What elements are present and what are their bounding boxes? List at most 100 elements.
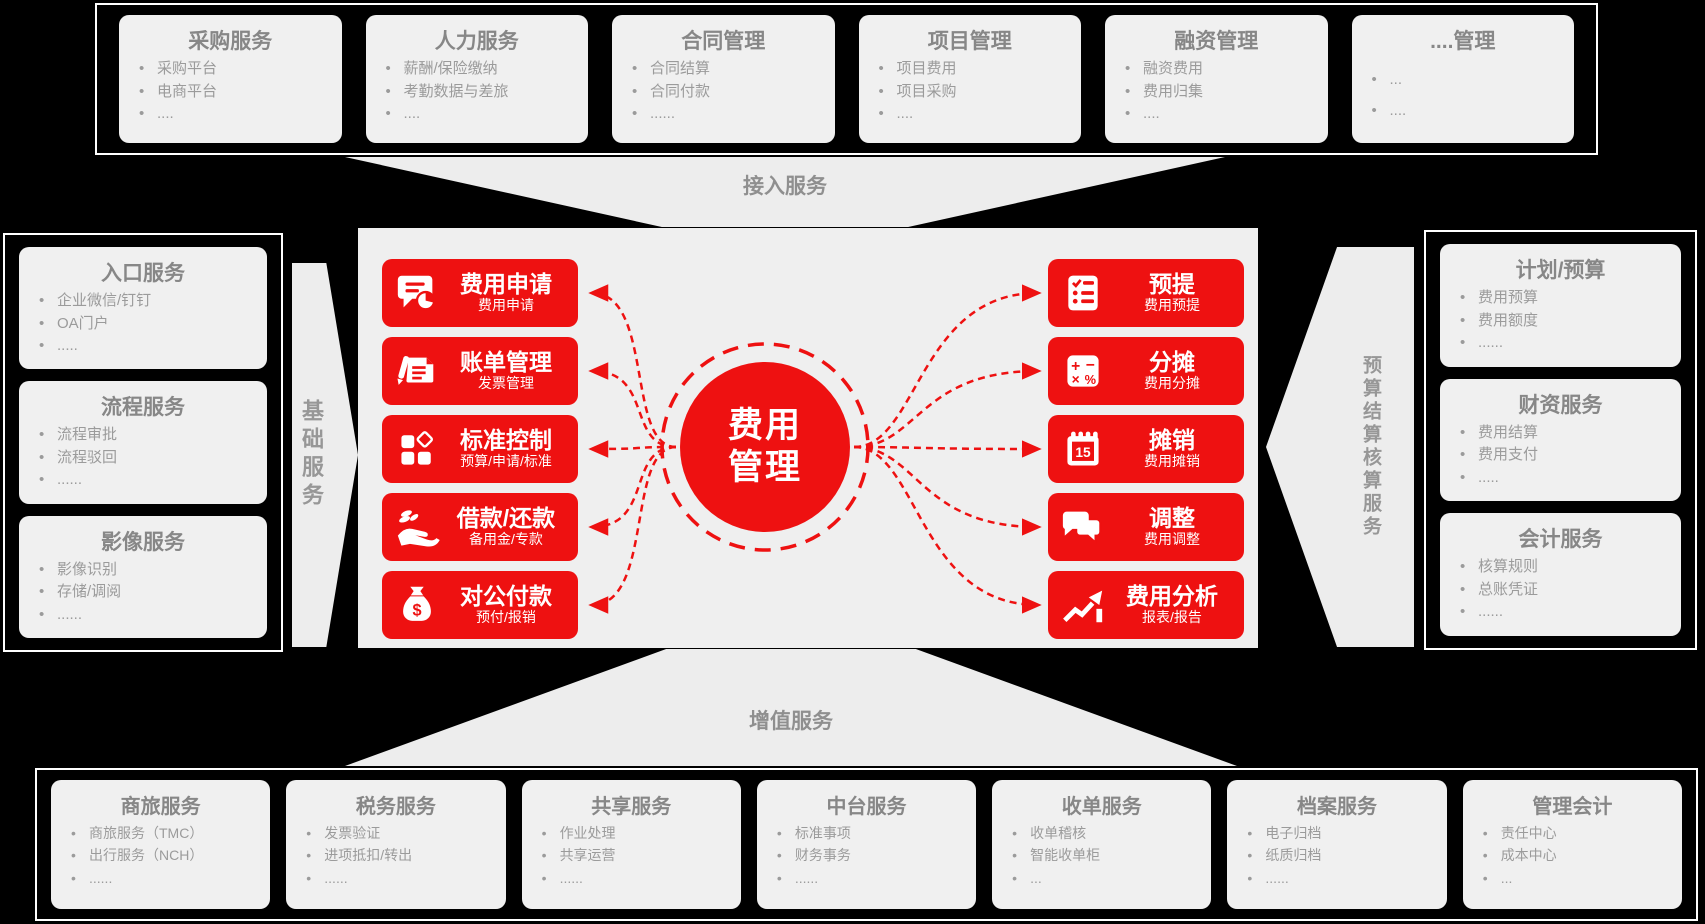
box-items: 商旅服务（TMC） 出行服务（NCH） ...... — [61, 822, 260, 890]
box-items: 项目费用 项目采购 .... — [869, 58, 1072, 126]
box-item: 共享运营 — [532, 844, 731, 867]
plan-budget-box: 计划/预算 费用预算 费用额度 ...... — [1440, 244, 1681, 367]
grid-diamond-icon — [392, 424, 442, 474]
access-services-section: 采购服务 采购平台 电商平台 .... 人力服务 薪酬/保险缴纳 考勤数据与差旅… — [95, 3, 1598, 155]
box-item: 存储/调阅 — [29, 581, 257, 604]
node-subtitle: 预算/申请/标准 — [460, 453, 552, 470]
node-subtitle: 预付/报销 — [476, 609, 536, 626]
box-item: 标准事项 — [767, 822, 966, 845]
box-item: 费用额度 — [1450, 310, 1671, 333]
budget-settlement-accounting-section: 计划/预算 费用预算 费用额度 ...... 财资服务 费用结算 费用支付 ..… — [1424, 230, 1697, 650]
box-title: 融资管理 — [1174, 30, 1259, 53]
box-items: 采购平台 电商平台 .... — [129, 58, 332, 126]
node-text: 摊销 费用摊销 — [1108, 427, 1236, 471]
box-title: 流程服务 — [101, 396, 185, 420]
receipt-services-box: 收单服务 收单稽核 智能收单柜 ... — [992, 780, 1212, 909]
box-items: 影像识别 存储/调阅 ...... — [29, 559, 257, 627]
access-services-funnel: 接入服务 — [345, 157, 1225, 227]
entry-services-box: 入口服务 企业微信/钉钉 OA门户 ..... — [19, 247, 267, 370]
box-item: .... — [129, 103, 332, 126]
box-title: 项目管理 — [927, 30, 1012, 53]
box-item: .... — [1362, 100, 1565, 123]
box-item: 财务事务 — [767, 844, 966, 867]
box-title: 商旅服务 — [120, 796, 201, 818]
expense-management-hub: 费用 管理 — [680, 362, 850, 532]
pen-document-icon — [392, 346, 442, 396]
node-title: 标准控制 — [460, 427, 552, 454]
node-title: 借款/还款 — [456, 505, 556, 532]
svg-text:−: − — [1086, 357, 1095, 374]
budget-settlement-accounting-label: 预算结算核算服务 — [1360, 355, 1381, 539]
node-subtitle: 费用申请 — [478, 297, 534, 314]
access-services-label: 接入服务 — [743, 175, 827, 198]
box-title: 计划/预算 — [1515, 259, 1606, 282]
tax-services-box: 税务服务 发票验证 进项抵扣/转出 ...... — [286, 780, 506, 909]
box-item: 流程审批 — [29, 424, 257, 447]
box-item: 项目采购 — [869, 81, 1072, 104]
box-title: 影像服务 — [101, 530, 185, 554]
budget-settlement-accounting-arrow: 预算结算核算服务 — [1266, 247, 1414, 647]
value-added-services-label: 增值服务 — [749, 710, 833, 733]
contract-management-box: 合同管理 合同结算 合同付款 ...... — [612, 15, 835, 143]
node-subtitle: 费用摊销 — [1144, 453, 1200, 470]
box-items: 合同结算 合同付款 ...... — [622, 58, 825, 126]
box-item: .... — [376, 103, 579, 126]
svg-text:%: % — [1085, 372, 1097, 387]
box-item: 智能收单柜 — [1002, 844, 1201, 867]
loan-repayment-node: 借款/还款 备用金/专款 — [382, 493, 578, 561]
box-item: 合同付款 — [622, 81, 825, 104]
box-items: 发票验证 进项抵扣/转出 ...... — [296, 822, 495, 890]
box-item: 纸质归档 — [1237, 844, 1436, 867]
calendar-icon: 15 — [1058, 424, 1108, 474]
box-item: 采购平台 — [129, 58, 332, 81]
value-added-services-section: 商旅服务 商旅服务（TMC） 出行服务（NCH） ...... 税务服务 发票验… — [35, 768, 1698, 921]
hub-line1: 费用 — [727, 406, 802, 445]
corporate-payment-node: $ 对公付款 预付/报销 — [382, 571, 578, 639]
process-services-box: 流程服务 流程审批 流程驳回 ...... — [19, 381, 267, 504]
box-item: ...... — [1237, 867, 1436, 890]
box-item: ...... — [767, 867, 966, 890]
box-title: 税务服务 — [355, 796, 436, 818]
box-title: 收单服务 — [1061, 796, 1142, 818]
value-added-services-funnel: 增值服务 — [345, 649, 1237, 766]
other-management-box: ....管理 ... .... — [1351, 15, 1574, 143]
box-item: .... — [869, 103, 1072, 126]
procurement-services-box: 采购服务 采购平台 电商平台 .... — [119, 15, 342, 143]
node-subtitle: 发票管理 — [478, 375, 534, 392]
box-items: 费用结算 费用支付 ..... — [1450, 422, 1671, 490]
money-bag-icon: $ — [392, 580, 442, 630]
box-item: ..... — [29, 335, 257, 358]
hand-coins-icon — [392, 502, 442, 552]
node-subtitle: 备用金/专款 — [469, 531, 543, 548]
expense-apply-node: 费用申请 费用申请 — [382, 259, 578, 327]
box-items: 流程审批 流程驳回 ...... — [29, 424, 257, 492]
basic-services-arrow: 基础服务 — [292, 263, 358, 647]
box-title: 会计服务 — [1518, 528, 1603, 552]
box-item: 责任中心 — [1473, 822, 1672, 845]
box-items: 核算规则 总账凭证 ...... — [1450, 556, 1671, 624]
management-accounting-box: 管理会计 责任中心 成本中心 ... — [1462, 780, 1682, 909]
box-item: 费用归集 — [1115, 81, 1318, 104]
svg-text:$: $ — [412, 602, 421, 620]
box-item: 电商平台 — [129, 81, 332, 104]
box-item: ...... — [622, 103, 825, 126]
hub-line2: 管理 — [727, 448, 802, 487]
box-item: 企业微信/钉钉 — [29, 290, 257, 313]
expense-management-panel: 费用申请 费用申请 账单管理 发 — [358, 228, 1258, 648]
box-item: 商旅服务（TMC） — [61, 822, 260, 845]
box-item: 考勤数据与差旅 — [376, 81, 579, 104]
box-item: 项目费用 — [869, 58, 1072, 81]
calculator-icon: + − × % — [1058, 346, 1108, 396]
box-title: 管理会计 — [1532, 796, 1613, 818]
box-item: 总账凭证 — [1450, 579, 1671, 602]
box-items: 电子归档 纸质归档 ...... — [1237, 822, 1436, 890]
box-item: ...... — [1450, 332, 1671, 355]
box-item: ...... — [532, 867, 731, 890]
box-item: 费用预算 — [1450, 287, 1671, 310]
box-item: ... — [1002, 867, 1201, 890]
box-item: 电子归档 — [1237, 822, 1436, 845]
node-text: 借款/还款 备用金/专款 — [442, 505, 570, 549]
hr-services-box: 人力服务 薪酬/保险缴纳 考勤数据与差旅 .... — [365, 15, 588, 143]
box-item: ..... — [1450, 467, 1671, 490]
